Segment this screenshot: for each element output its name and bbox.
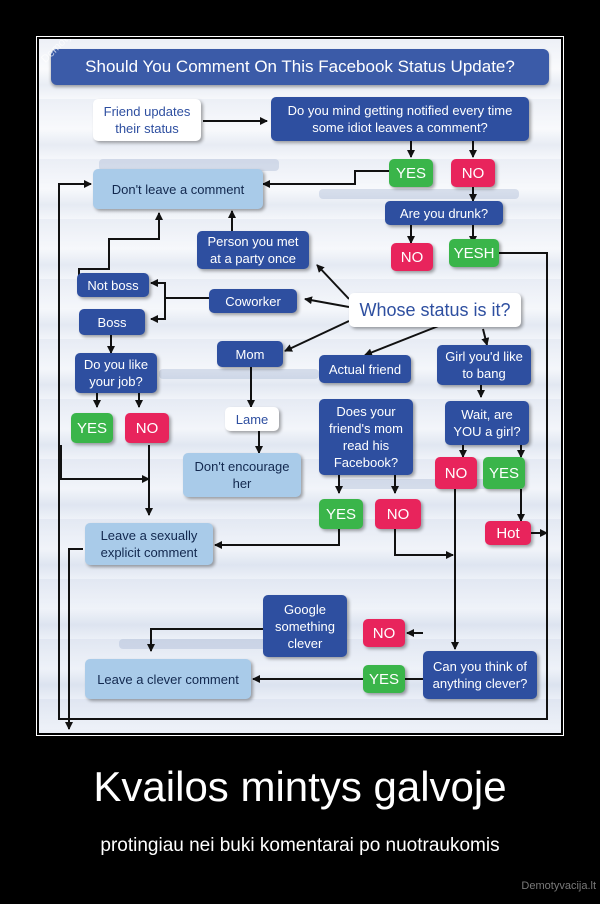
node-lame: Lame (225, 407, 279, 431)
poster-frame: Should You Comment On This Facebook Stat… (36, 36, 564, 736)
node-boss: Boss (79, 309, 145, 335)
node-actual-friend: Actual friend (319, 355, 411, 383)
blurred-background (99, 159, 279, 171)
node-are-you-drunk: Are you drunk? (385, 201, 503, 225)
node-no-girl: NO (435, 457, 477, 489)
caption-subtitle: protingiau nei buki komentarai po nuotra… (100, 835, 500, 856)
node-like-job: Do you like your job? (75, 353, 157, 393)
node-person-party: Person you met at a party once (197, 231, 309, 269)
node-dont-encourage: Don't encourage her (183, 453, 301, 497)
node-yes-mom: YES (319, 499, 363, 529)
node-friends-mom: Does your friend's mom read his Facebook… (319, 399, 413, 475)
flowchart-arrows (58, 117, 548, 730)
node-yes-job: YES (71, 413, 113, 443)
caption-title: Kvailos mintys galvoje (93, 763, 507, 810)
node-yes-clever: YES (363, 665, 405, 693)
node-wait-girl: Wait, are YOU a girl? (445, 401, 529, 445)
node-yes-girl: YES (483, 457, 525, 489)
node-mind-notified: Do you mind getting notified every time … (271, 97, 529, 141)
node-mom: Mom (217, 341, 283, 367)
node-dont-leave-comment: Don't leave a comment (93, 169, 263, 209)
flowchart-poster: Should You Comment On This Facebook Stat… (39, 39, 561, 733)
node-leave-clever-comment: Leave a clever comment (85, 659, 251, 699)
node-whose-status: Whose status is it? (349, 293, 521, 327)
node-hot: Hot (485, 521, 531, 545)
node-sexually-explicit: Leave a sexually explicit comment (85, 523, 213, 565)
site-watermark[interactable]: Demotyvacija.lt (521, 880, 596, 892)
node-friend-updates: Friend updates their status (93, 99, 201, 141)
blurred-background (159, 369, 319, 379)
node-no-notified: NO (451, 159, 495, 187)
node-no-clever: NO (363, 619, 405, 647)
blurred-background (339, 479, 519, 489)
blurred-background (319, 189, 519, 199)
node-no-mom: NO (375, 499, 421, 529)
node-not-boss: Not boss (77, 273, 149, 297)
node-no-job: NO (125, 413, 169, 443)
node-yes-notified: YES (389, 159, 433, 187)
flowchart-title: Should You Comment On This Facebook Stat… (51, 49, 549, 85)
node-think-clever: Can you think of anything clever? (423, 651, 537, 699)
node-yesh: YESH (449, 239, 499, 267)
node-no-drunk: NO (391, 243, 433, 271)
blurred-background (119, 639, 319, 649)
node-google-clever: Google something clever (263, 595, 347, 657)
node-coworker: Coworker (209, 289, 297, 313)
node-girl-bang: Girl you'd like to bang (437, 345, 531, 385)
